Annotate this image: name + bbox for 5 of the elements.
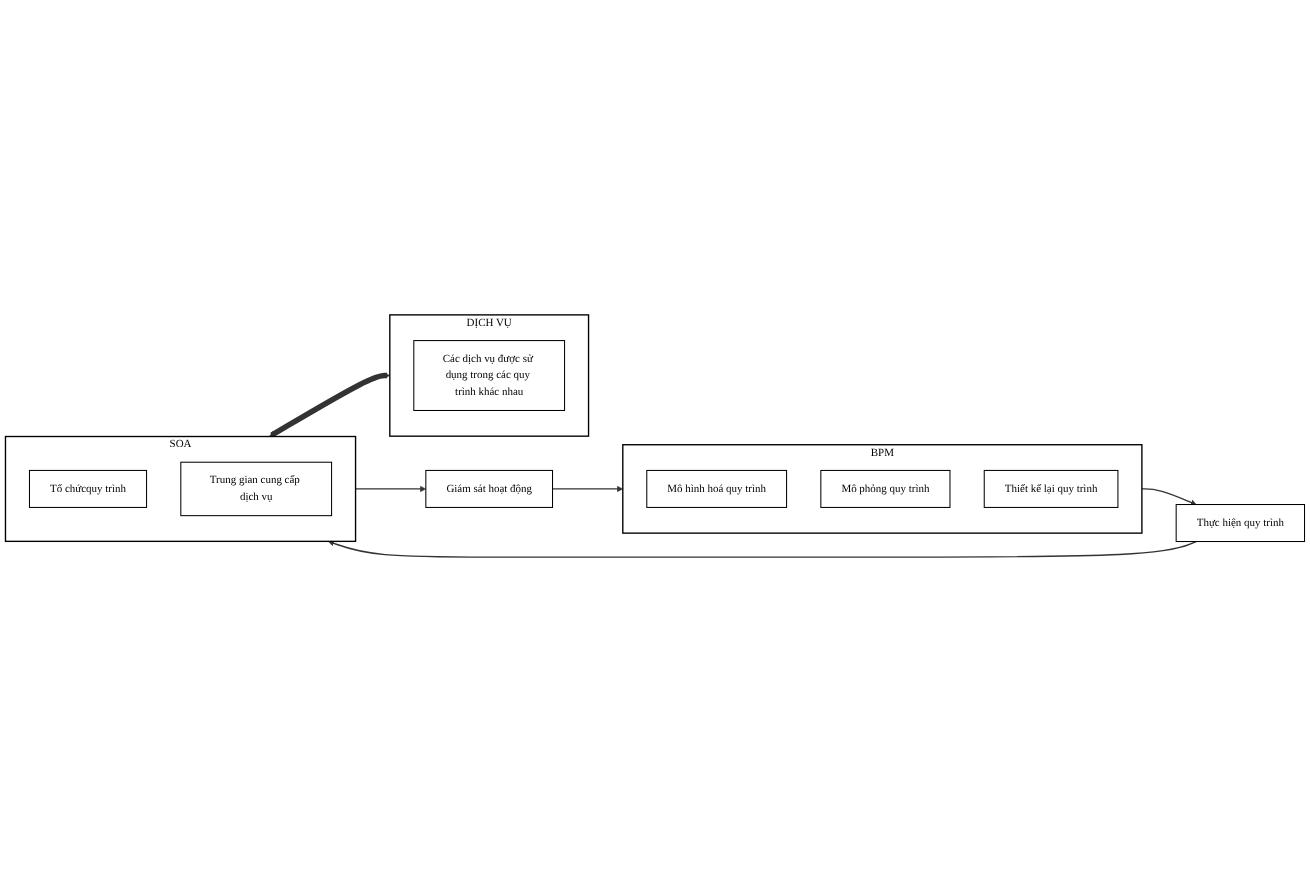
arrow [354, 485, 427, 492]
arrow [328, 540, 1197, 558]
arrow [551, 485, 624, 492]
arrow [269, 372, 391, 438]
arrow [1141, 488, 1197, 506]
